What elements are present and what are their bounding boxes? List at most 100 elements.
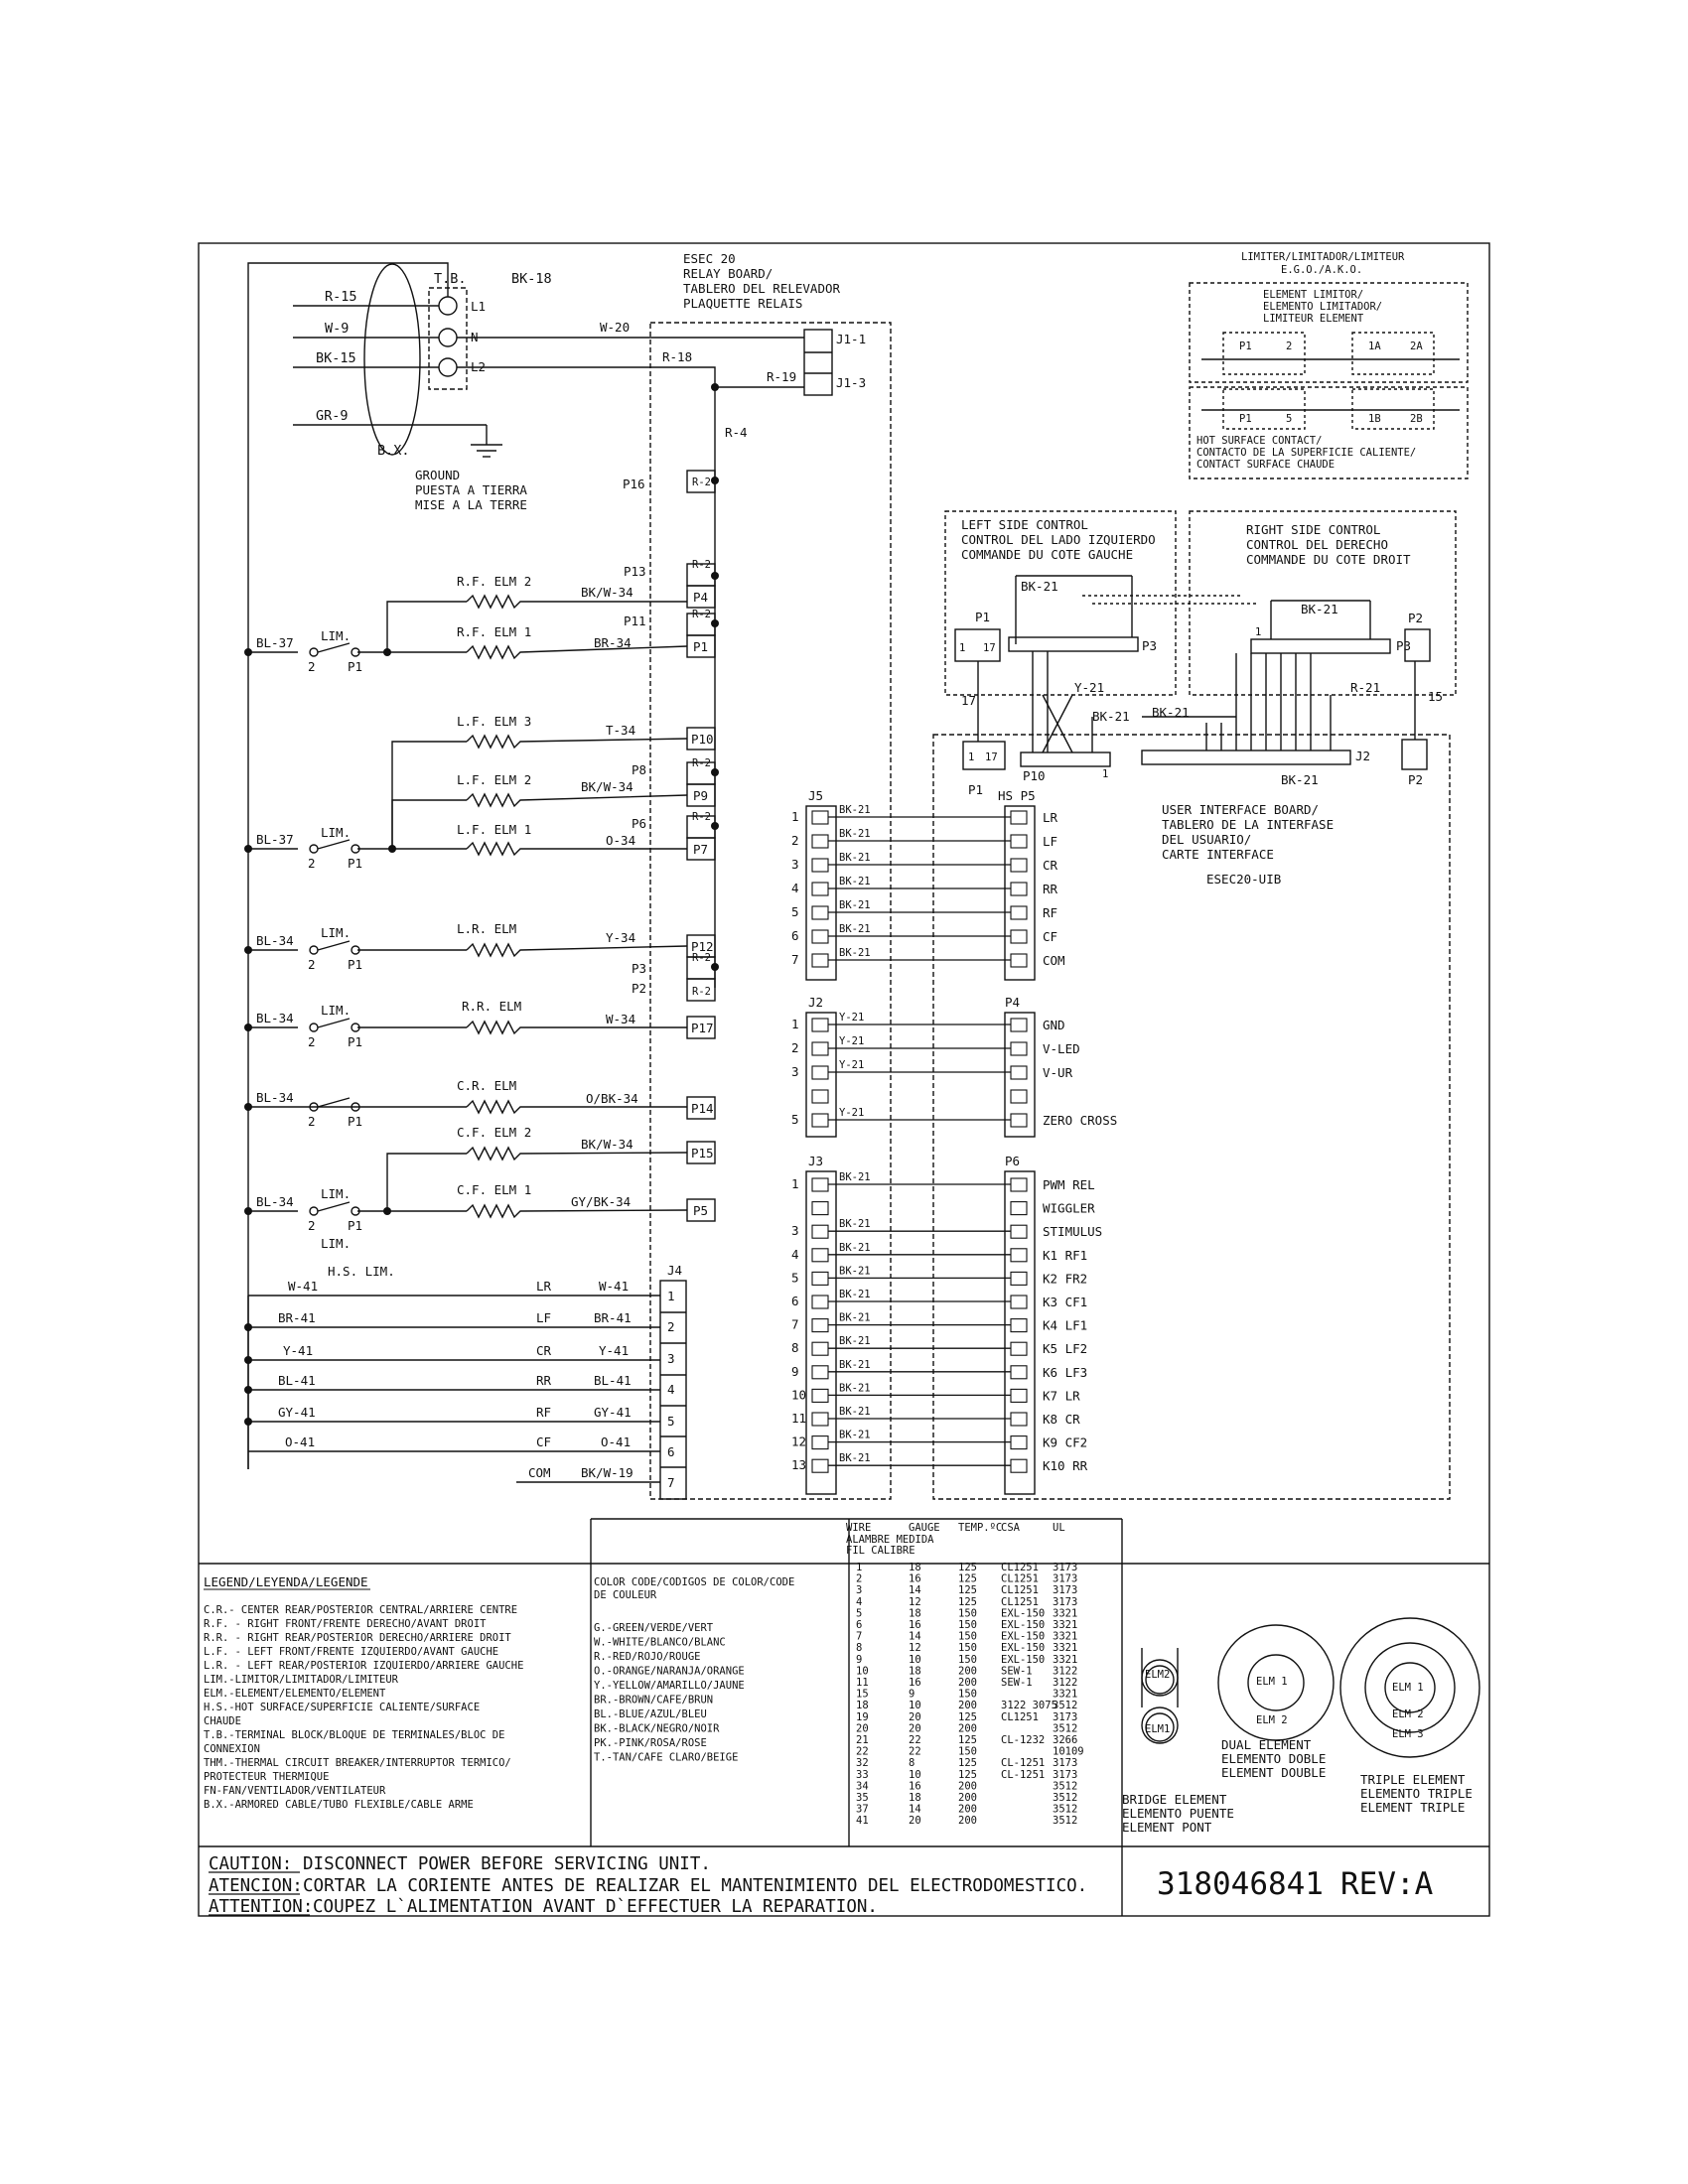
uib-bk21-mid: BK-21 <box>1152 705 1190 720</box>
legend-title: LEGEND/LEYENDA/LEGENDE <box>204 1574 368 1589</box>
legend-line: LIM.-LIMITOR/LIMITADOR/LIMITEUR <box>204 1674 399 1686</box>
wire-table-cell: 41 <box>856 1815 869 1827</box>
triple-caption-2: ELEMENTO TRIPLE <box>1360 1786 1473 1801</box>
document-number: 318046841 <box>1157 1866 1324 1902</box>
j4-pin: 6 <box>667 1444 675 1459</box>
ground-en: GROUND <box>415 468 460 482</box>
wire-table-cell: 12 <box>909 1596 921 1608</box>
color-code-line: W.-WHITE/BLANCO/BLANC <box>594 1637 726 1649</box>
j5-pin: 4 <box>791 881 799 895</box>
pin-p1: P1 <box>348 1034 362 1049</box>
atencion-text: CORTAR LA CORIENTE ANTES DE REALIZAR EL … <box>303 1876 1087 1896</box>
dual-elm2: ELM 2 <box>1256 1714 1288 1726</box>
element-name: L.R. ELM <box>457 921 516 936</box>
atencion-label: ATENCION: <box>209 1876 303 1896</box>
p6-connector <box>1004 1170 1036 1495</box>
wire-gr9: GR-9 <box>316 408 349 424</box>
j4-label: J4 <box>667 1263 682 1278</box>
hs-wire-right: W-41 <box>599 1279 629 1294</box>
wire-table-cell: 125 <box>958 1769 977 1781</box>
pin-p1: P1 <box>348 856 362 871</box>
wire-table-cell: 10 <box>909 1654 921 1666</box>
wire-table-cell: CL1251 <box>1001 1562 1039 1573</box>
wire-table-cell: CL1251 <box>1001 1596 1039 1608</box>
legend-line: H.S.-HOT SURFACE/SUPERFICIE CALIENTE/SUR… <box>204 1702 480 1713</box>
legend-line: L.R. - LEFT REAR/POSTERIOR IZQUIERDO/ARR… <box>204 1660 523 1672</box>
uib-title-2: TABLERO DE LA INTERFASE <box>1162 817 1334 832</box>
wire-table-cell: 150 <box>958 1631 977 1643</box>
hot-surface-contact-box <box>1189 386 1469 479</box>
legend-line: THM.-THERMAL CIRCUIT BREAKER/INTERRUPTOR… <box>204 1757 511 1769</box>
pin-2: 2 <box>308 659 316 674</box>
r2-label: R-2 <box>692 986 711 998</box>
j4-pin: 7 <box>667 1475 675 1490</box>
wire-table-cell: CL1251 <box>1001 1584 1039 1596</box>
j3-target-label: K6 LF3 <box>1043 1365 1087 1380</box>
wire-table-cell: 200 <box>958 1700 977 1711</box>
wire-table-cell: 3512 <box>1053 1722 1077 1734</box>
wire-table-cell: 3173 <box>1053 1562 1077 1573</box>
p4-connector <box>1004 1012 1036 1138</box>
j1-connector <box>803 329 833 396</box>
uib-model: ESEC20-UIB <box>1206 872 1281 887</box>
wire-table-cell: 3173 <box>1053 1711 1077 1723</box>
j5-target-label: LF <box>1043 834 1057 849</box>
j2-pin: 1 <box>791 1017 799 1031</box>
color-code-title-2: DE COULEUR <box>594 1589 657 1601</box>
wire-table-cell: 125 <box>958 1584 977 1596</box>
wire-table-cell: 18 <box>909 1562 921 1573</box>
uib-p1-pin-17: 17 <box>985 751 998 763</box>
wire-table-cell: 3 <box>856 1584 862 1596</box>
wire-table-cell: 2 <box>856 1573 862 1585</box>
wire-table-cell: 16 <box>909 1619 921 1631</box>
port-p4: P4 <box>693 590 708 605</box>
j3-pin: 10 <box>791 1387 806 1402</box>
lim-label: LIM. <box>321 628 351 643</box>
r2-label: R-2 <box>692 559 711 571</box>
j3-target-label: K8 CR <box>1043 1412 1080 1427</box>
j3-target-label: PWM REL <box>1043 1177 1095 1192</box>
hs-lim-title: H.S. LIM. <box>328 1264 395 1279</box>
lim-label: LIM. <box>321 1236 351 1251</box>
wire-table-cell: 200 <box>958 1780 977 1792</box>
p4-label: P4 <box>1005 995 1020 1010</box>
hs-wire-right: BL-41 <box>594 1373 632 1388</box>
wire-table-subheader: FIL CALIBRE <box>846 1545 915 1557</box>
uib-p1-pin-1: 1 <box>968 751 974 763</box>
dual-caption-3: ELEMENT DOUBLE <box>1221 1765 1326 1780</box>
j3-target-label: STIMULUS <box>1043 1224 1102 1239</box>
j3-wire: BK-21 <box>839 1289 871 1300</box>
bl-label: BL-37 <box>256 635 294 650</box>
port-p8: P8 <box>632 762 646 777</box>
element-wire: O/BK-34 <box>586 1091 638 1106</box>
wire-table-cell: 3122 3075 <box>1001 1700 1057 1711</box>
j2-pin: 5 <box>791 1112 799 1127</box>
j3-wire: BK-21 <box>839 1452 871 1464</box>
wire-table-cell: 10 <box>909 1769 921 1781</box>
attention-label: ATTENTION: <box>209 1897 313 1917</box>
wire-table-cell: 3321 <box>1053 1654 1077 1666</box>
bridge-elm2: ELM2 <box>1145 1669 1170 1681</box>
wire-table-cell: 7 <box>856 1631 862 1643</box>
j4-pin: 1 <box>667 1289 675 1303</box>
contact-p1b: P1 <box>1239 413 1252 425</box>
wire-table-cell: 9 <box>909 1689 914 1701</box>
element-limiter-3: LIMITEUR ELEMENT <box>1263 313 1364 325</box>
wire-table-cell: 3173 <box>1053 1596 1077 1608</box>
wire-table-cell: 125 <box>958 1734 977 1746</box>
wire-table-cell: 3321 <box>1053 1607 1077 1619</box>
wire-table-cell: 200 <box>958 1722 977 1734</box>
j5-pin: 5 <box>791 904 799 919</box>
hot-surface-2: CONTACTO DE LA SUPERFICIE CALIENTE/ <box>1196 447 1416 459</box>
wire-table-cell: 150 <box>958 1642 977 1654</box>
left-p1-pin-1: 1 <box>959 642 965 654</box>
wire-table-header: TEMP.ºC <box>958 1522 1002 1534</box>
wire-table-cell: 10 <box>856 1665 869 1677</box>
j5-target-label: RF <box>1043 905 1057 920</box>
j3-pin: 11 <box>791 1411 806 1426</box>
pin-2: 2 <box>308 957 316 972</box>
j5-connector <box>805 805 837 981</box>
wire-table-cell: 200 <box>958 1677 977 1689</box>
bl-label: BL-34 <box>256 1194 294 1209</box>
